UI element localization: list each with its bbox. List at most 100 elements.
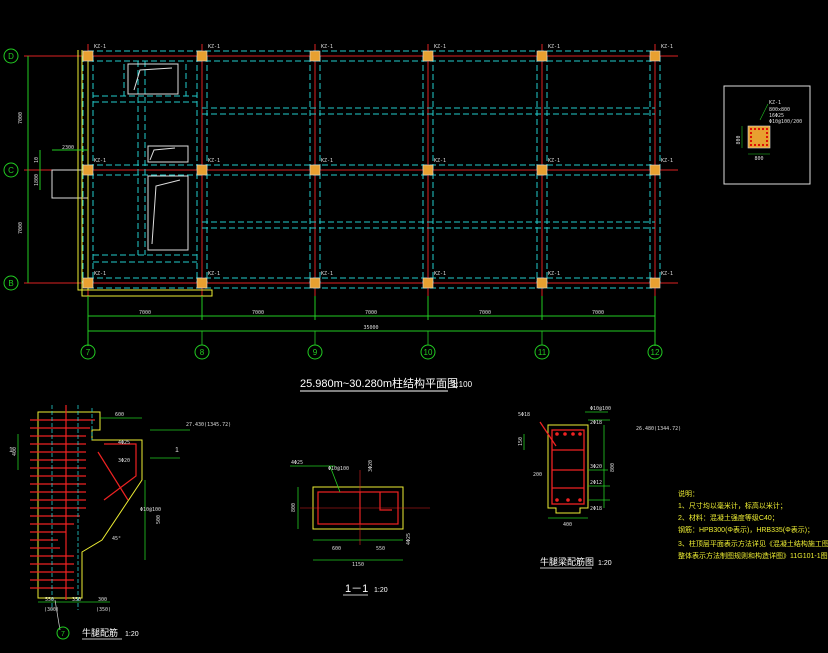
column-tag: KZ-1 <box>661 44 673 50</box>
column-tag: KZ-1 <box>208 44 220 50</box>
section-1-1: 600 550 1150 800 4Φ25 Φ10@100 3Φ20 4Φ25 … <box>290 460 430 596</box>
rebar-dot <box>765 131 769 135</box>
column-tag: KZ-1 <box>321 271 333 277</box>
corbel-dim-b5: (350) <box>96 607 111 613</box>
rebar-dot <box>753 143 757 147</box>
notes: 说明： 1、尺寸均以毫米计，标高以米计； 2、材料：混凝土强度等级C40； 钢筋… <box>678 489 828 560</box>
corbel-rebar <box>30 405 137 600</box>
total-dim: 35000 <box>363 325 378 331</box>
rebar-dot <box>761 143 765 147</box>
axis-bubble-y-B: B <box>3 275 19 291</box>
rebar-dot <box>749 143 753 147</box>
column-8-C <box>196 164 208 176</box>
span-dim-1: 7000 <box>139 310 151 316</box>
corbel-title: 牛腿配筋 <box>82 627 118 638</box>
notes-line-3: 钢筋：HPB300(Φ表示)，HRB335(Φ表示)； <box>678 525 814 534</box>
corbel-cut-left: 1 <box>9 447 13 454</box>
column-detail-line-3: Φ10@100/200 <box>769 119 802 125</box>
column-detail: KZ-1 800x800 16Φ25 Φ10@100/200 800 800 <box>723 85 811 185</box>
column-tag: KZ-1 <box>321 158 333 164</box>
corbel-hidden-lines <box>51 405 93 610</box>
rebar-dot <box>761 127 765 131</box>
column-tag: KZ-1 <box>434 44 446 50</box>
rebar-dot <box>749 135 753 139</box>
section-title: 1－1 <box>345 583 368 595</box>
section-dim-lines <box>290 465 403 561</box>
section-dim-2: 550 <box>376 546 385 552</box>
span-dim-5: 7000 <box>592 310 604 316</box>
plan-dimension-lines <box>27 56 656 346</box>
column-11-D <box>536 50 548 62</box>
plan-span-dims: 7000 7000 7000 7000 7000 35000 <box>139 310 604 331</box>
axis-label-x: 8 <box>200 348 205 357</box>
corbel-dim-left: 400 <box>12 447 18 456</box>
plan-left-dims: 7000 7000 1800 10 2300 <box>18 112 74 234</box>
left-small-dim-3: 2300 <box>62 145 74 151</box>
notes-heading: 说明： <box>678 489 699 498</box>
axis-bubble-y-C: C <box>3 162 19 178</box>
beam-labels: 26.480(1344.72) 400 800 150 200 Φ10@100 … <box>518 406 681 528</box>
span-dim-2: 7000 <box>252 310 264 316</box>
column-tag: KZ-1 <box>434 158 446 164</box>
notes-line-4: 3、柱顶层平面表示方法详见《混凝土结构施工图平面 <box>678 539 828 548</box>
corbel-dim-b4: (300) <box>44 607 59 613</box>
axis-bubble-x-9: 9 <box>307 331 323 360</box>
beam-mark-1: Φ10@100 <box>590 406 611 412</box>
section-mark-1: 4Φ25 <box>291 460 303 466</box>
corbel-dim-top: 600 <box>115 412 124 418</box>
column-tag: KZ-1 <box>321 44 333 50</box>
column-9-D <box>309 50 321 62</box>
left-dim-2: 7000 <box>18 222 24 234</box>
axis-bubble-x-11: 11 <box>534 331 550 360</box>
column-tag: KZ-1 <box>661 158 673 164</box>
beam-mark-6: 2Φ18 <box>590 506 602 512</box>
notes-line-1: 1、尺寸均以毫米计，标高以米计； <box>678 501 787 510</box>
rebar-dot <box>765 127 769 131</box>
section-mark-2: Φ10@100 <box>328 466 349 472</box>
axis-label-y: C <box>8 166 14 175</box>
rebar-dot <box>749 139 753 143</box>
column-7-B <box>82 277 94 289</box>
rebar-dot <box>765 143 769 147</box>
corbel-mark-3: Φ10@100 <box>140 507 161 513</box>
rebar-dot <box>757 143 761 147</box>
column-7-C <box>82 164 94 176</box>
beam-dim-2: 800 <box>610 463 616 472</box>
beam-mark-2: 5Φ18 <box>518 412 530 418</box>
column-8-D <box>196 50 208 62</box>
beam-dim-lines <box>523 411 610 519</box>
column-10-B <box>422 277 434 289</box>
beam-mark-4: 3Φ20 <box>590 464 602 470</box>
corbel-elev: 27.430(1345.72) <box>186 422 231 428</box>
corbel-dim-b3: 300 <box>98 597 107 603</box>
beam-elev: 26.480(1344.72) <box>636 426 681 432</box>
notes-line-2: 2、材料：混凝土强度等级C40； <box>678 513 779 522</box>
section-mark-4: 4Φ25 <box>406 533 412 545</box>
column-12-C <box>649 164 661 176</box>
column-detail-line-2: 16Φ25 <box>769 113 784 119</box>
corbel-scale: 1:20 <box>125 631 139 638</box>
axis-label-x: 10 <box>424 348 433 357</box>
column-9-B <box>309 277 321 289</box>
rebar-dot <box>765 135 769 139</box>
section-dim-1: 600 <box>332 546 341 552</box>
column-detail-dim-h: 800 <box>736 135 742 144</box>
beam-dim-3: 150 <box>518 437 524 446</box>
corbel-dim-right: 500 <box>156 515 162 524</box>
corbel-mark-4: 45° <box>112 536 121 542</box>
column-10-C <box>422 164 434 176</box>
corbel-cut-right: 1 <box>175 447 179 454</box>
rebar-dot <box>749 127 753 131</box>
axis-label-x: 9 <box>313 348 318 357</box>
axis-label-x: 11 <box>538 348 547 357</box>
axis-label-y: B <box>8 279 13 288</box>
left-dim-1: 7000 <box>18 112 24 124</box>
column-7-D <box>82 50 94 62</box>
span-dim-4: 7000 <box>479 310 491 316</box>
beam-dim-4: 200 <box>533 472 542 478</box>
left-small-dim-2: 10 <box>34 157 40 163</box>
